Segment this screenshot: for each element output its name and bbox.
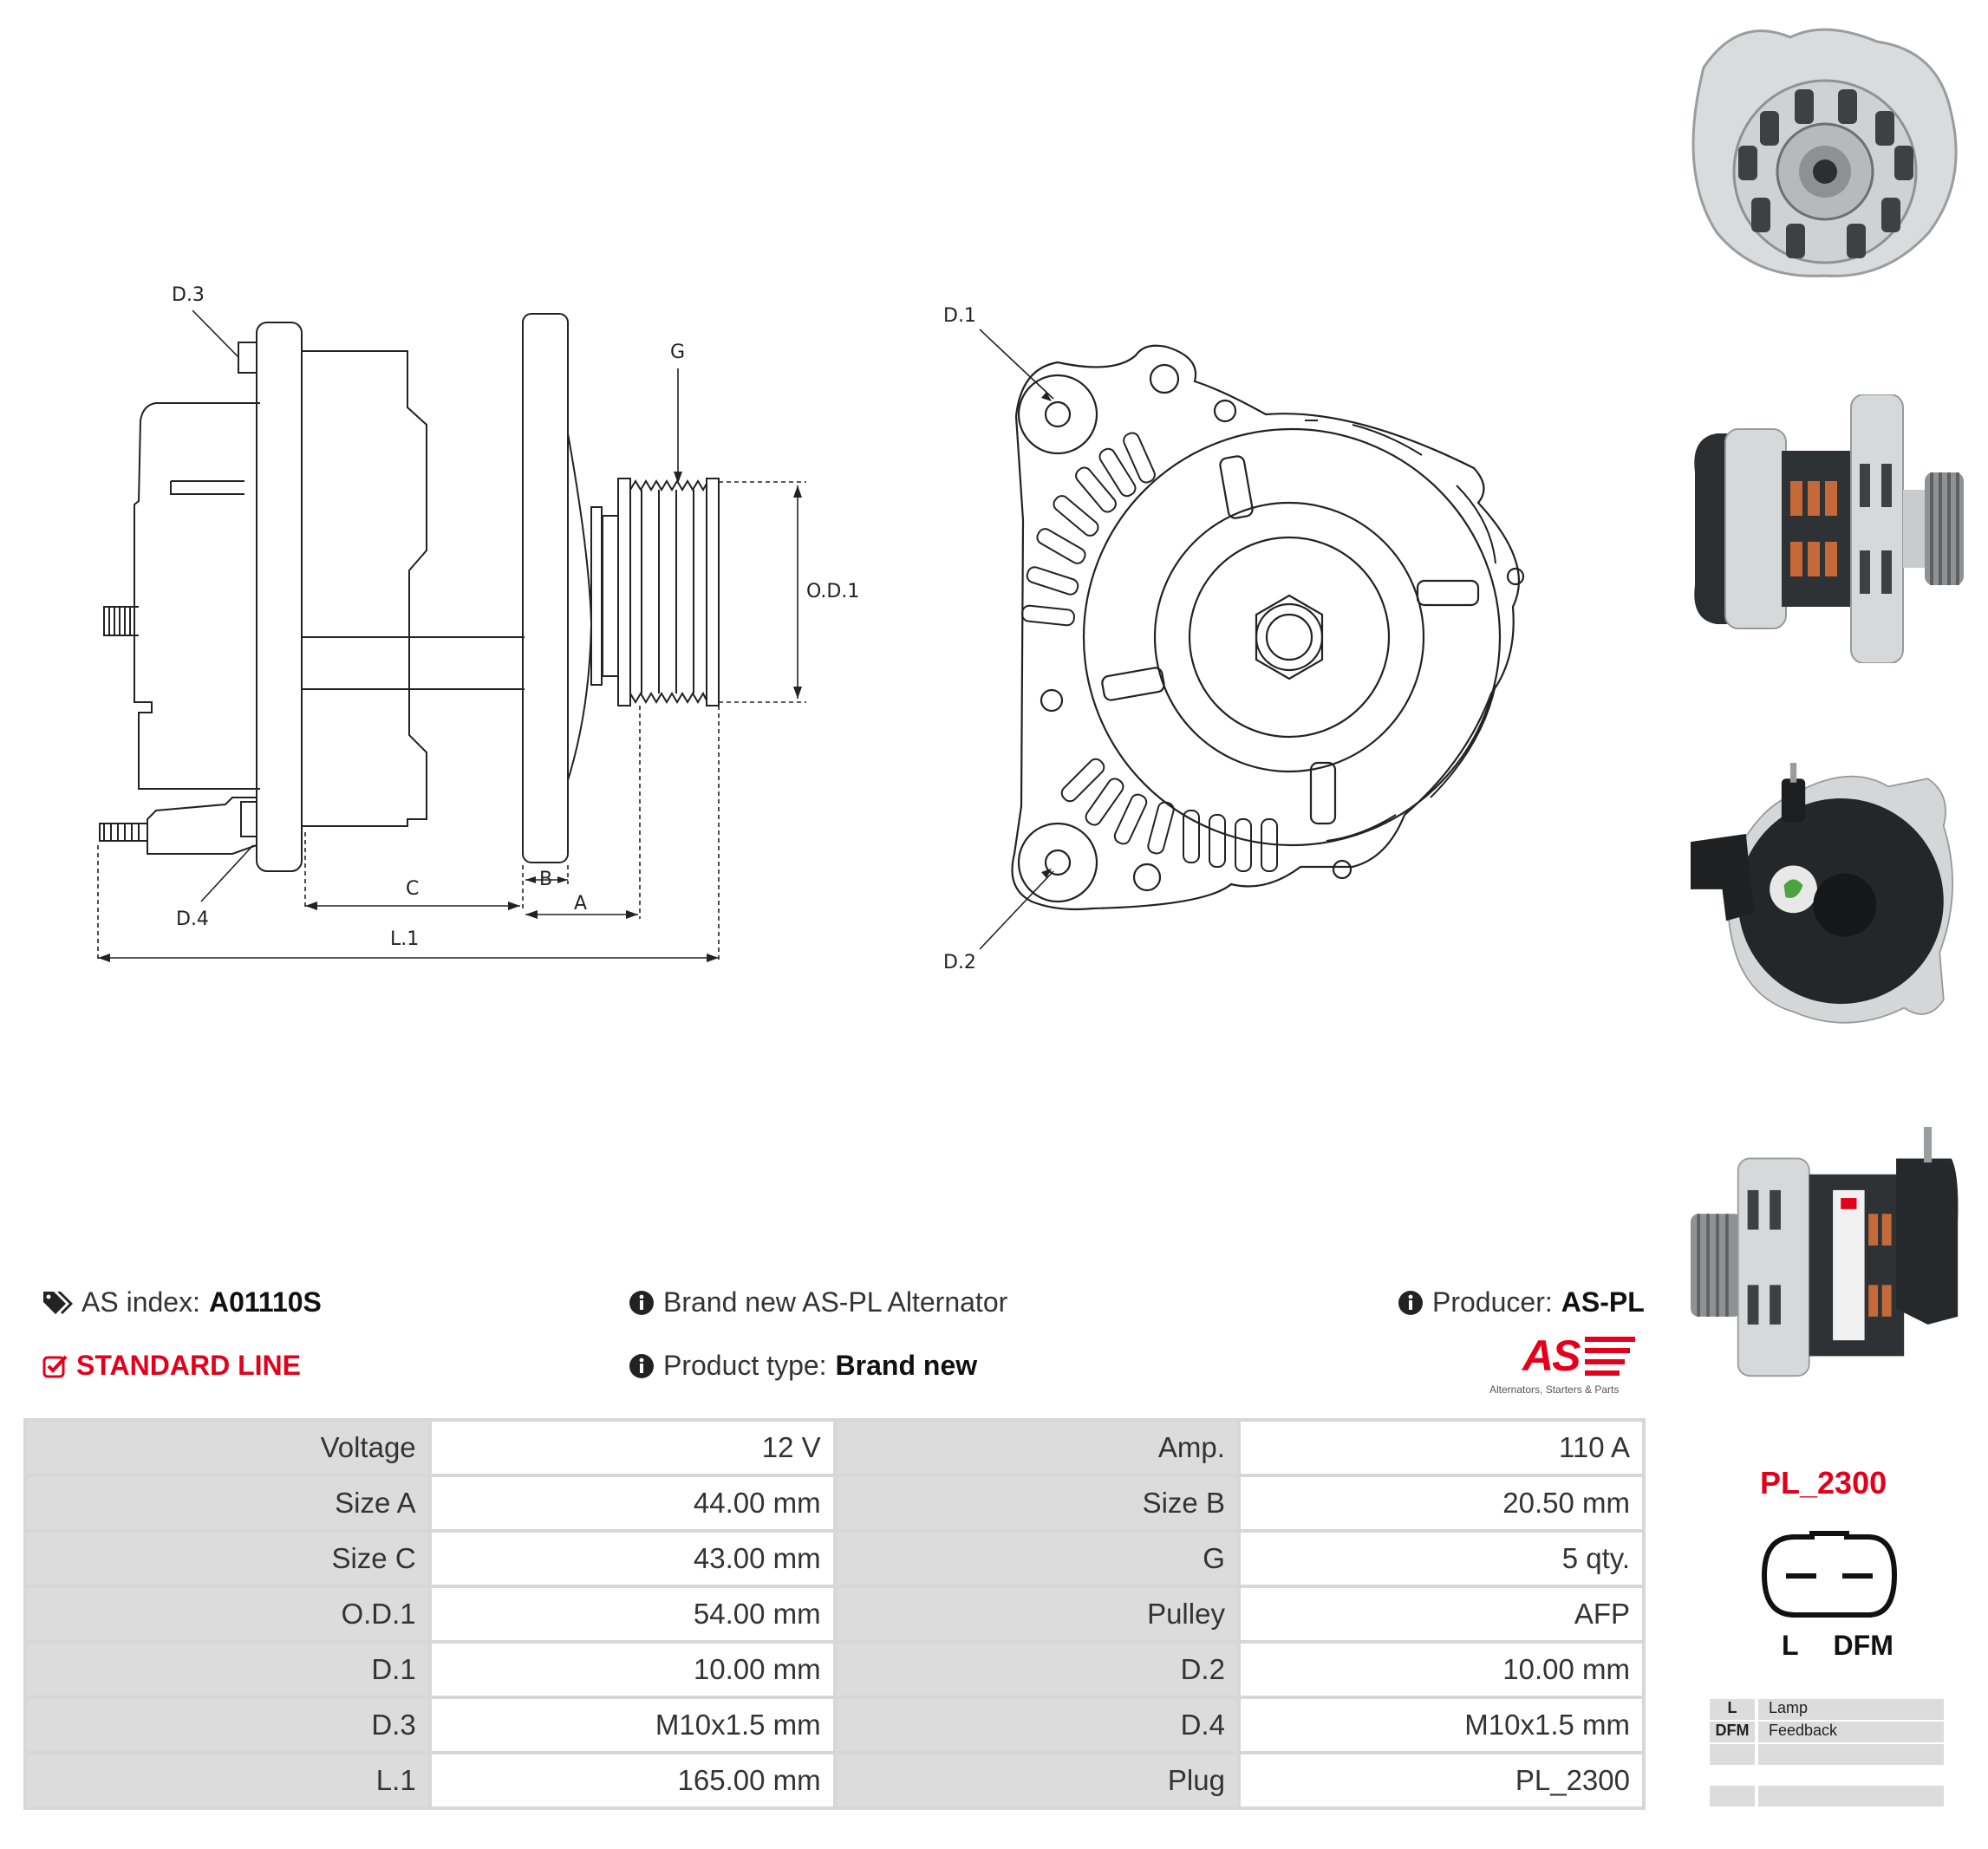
dim-label-od1: O.D.1 bbox=[806, 581, 860, 602]
legend-key: L bbox=[1710, 1699, 1755, 1720]
spec-label: G bbox=[836, 1533, 1237, 1585]
product-photo-side-label bbox=[1691, 1127, 1959, 1377]
spec-label: D.2 bbox=[836, 1644, 1237, 1696]
producer-value: AS-PL bbox=[1561, 1286, 1645, 1318]
as-index: AS index: A01110S bbox=[42, 1286, 322, 1318]
spec-value: 10.00 mm bbox=[1240, 1644, 1642, 1696]
spec-value: M10x1.5 mm bbox=[1240, 1699, 1642, 1751]
terminal-legend: L Lamp DFM Feedback bbox=[1710, 1699, 1944, 1808]
spec-label: Voltage bbox=[27, 1422, 428, 1474]
producer-label: Producer: bbox=[1432, 1286, 1553, 1318]
as-index-label: AS index: bbox=[81, 1286, 200, 1318]
spec-value: 5 qty. bbox=[1240, 1533, 1642, 1585]
spec-label: Size C bbox=[27, 1533, 428, 1585]
dim-label-d1: D.1 bbox=[943, 305, 976, 327]
legend-value: Feedback bbox=[1758, 1722, 1944, 1742]
spec-label: Size B bbox=[836, 1477, 1237, 1529]
info-icon bbox=[629, 1353, 655, 1379]
spec-value: 10.00 mm bbox=[431, 1644, 833, 1696]
table-row: D.3 M10x1.5 mm D.4 M10x1.5 mm bbox=[27, 1699, 1642, 1751]
dim-label-c: C bbox=[406, 878, 420, 900]
plug-code: PL_2300 bbox=[1760, 1465, 1887, 1501]
dim-label-l1: L.1 bbox=[390, 928, 420, 950]
spec-label: Size A bbox=[27, 1477, 428, 1529]
spec-value: 43.00 mm bbox=[431, 1533, 833, 1585]
side-view-drawing bbox=[97, 309, 806, 962]
plug-connector-icon bbox=[1761, 1531, 1898, 1618]
legend-value bbox=[1758, 1744, 1944, 1765]
table-row: O.D.1 54.00 mm Pulley AFP bbox=[27, 1588, 1642, 1640]
spec-label: Pulley bbox=[836, 1588, 1237, 1640]
spec-value: M10x1.5 mm bbox=[431, 1699, 833, 1751]
table-row: Voltage 12 V Amp. 110 A bbox=[27, 1422, 1642, 1474]
dim-label-g: G bbox=[670, 342, 686, 363]
product-photo-front bbox=[1691, 28, 1958, 277]
logo-mark: AS bbox=[1522, 1331, 1581, 1380]
spec-value: PL_2300 bbox=[1240, 1755, 1642, 1807]
list-item: DFM Feedback bbox=[1710, 1722, 1944, 1742]
plug-terminals: L DFM bbox=[1782, 1630, 1893, 1662]
product-photo-rear bbox=[1691, 763, 1954, 1024]
spec-label: O.D.1 bbox=[27, 1588, 428, 1640]
description-text: Brand new AS-PL Alternator bbox=[663, 1286, 1008, 1318]
dim-label-a: A bbox=[574, 893, 588, 915]
terminal-dfm: DFM bbox=[1833, 1630, 1893, 1661]
standard-line-text: STANDARD LINE bbox=[76, 1350, 301, 1381]
spec-value: 12 V bbox=[431, 1422, 833, 1474]
spec-value: AFP bbox=[1240, 1588, 1642, 1640]
tags-icon bbox=[42, 1290, 73, 1316]
spec-value: 44.00 mm bbox=[431, 1477, 833, 1529]
legend-value: Lamp bbox=[1758, 1699, 1944, 1720]
legend-key: DFM bbox=[1710, 1722, 1755, 1742]
as-index-value: A01110S bbox=[208, 1286, 322, 1318]
dim-label-d4: D.4 bbox=[176, 908, 209, 930]
spec-table: Voltage 12 V Amp. 110 A Size A 44.00 mm … bbox=[23, 1418, 1646, 1810]
producer: Producer: AS-PL bbox=[1398, 1286, 1645, 1318]
spec-value: 110 A bbox=[1240, 1422, 1642, 1474]
info-icon bbox=[1398, 1290, 1424, 1316]
product-type-label: Product type: bbox=[663, 1350, 827, 1381]
legend-key bbox=[1710, 1786, 1755, 1807]
table-row: Size C 43.00 mm G 5 qty. bbox=[27, 1533, 1642, 1585]
logo-tagline: Alternators, Starters & Parts bbox=[1489, 1383, 1620, 1396]
spec-value: 54.00 mm bbox=[431, 1588, 833, 1640]
spec-value: 165.00 mm bbox=[431, 1755, 833, 1807]
list-item bbox=[1710, 1786, 1944, 1807]
checkbox-icon bbox=[42, 1353, 68, 1379]
table-row: L.1 165.00 mm Plug PL_2300 bbox=[27, 1755, 1642, 1807]
info-icon bbox=[629, 1290, 655, 1316]
table-row: Size A 44.00 mm Size B 20.50 mm bbox=[27, 1477, 1642, 1529]
spec-label: D.4 bbox=[836, 1699, 1237, 1751]
product-type: Product type: Brand new bbox=[629, 1350, 977, 1382]
spec-label: Plug bbox=[836, 1755, 1237, 1807]
legend-value bbox=[1758, 1786, 1944, 1807]
terminal-l: L bbox=[1782, 1630, 1799, 1661]
product-type-value: Brand new bbox=[835, 1350, 978, 1381]
spec-label: L.1 bbox=[27, 1755, 428, 1807]
spec-label: Amp. bbox=[836, 1422, 1237, 1474]
standard-line: STANDARD LINE bbox=[42, 1350, 301, 1382]
front-view-drawing bbox=[979, 329, 1525, 950]
spec-value: 20.50 mm bbox=[1240, 1477, 1642, 1529]
list-item: L Lamp bbox=[1710, 1699, 1944, 1720]
spec-label: D.3 bbox=[27, 1699, 428, 1751]
dim-label-b: B bbox=[539, 869, 553, 890]
list-item bbox=[1710, 1744, 1944, 1765]
as-pl-logo: AS Alternators, Starters & Parts bbox=[1489, 1331, 1647, 1396]
spec-label: D.1 bbox=[27, 1644, 428, 1696]
product-description: Brand new AS-PL Alternator bbox=[629, 1286, 1007, 1318]
legend-key bbox=[1710, 1744, 1755, 1765]
product-photo-side bbox=[1694, 394, 1964, 663]
dim-label-d3: D.3 bbox=[172, 284, 205, 306]
dim-label-d2: D.2 bbox=[943, 952, 976, 973]
table-row: D.1 10.00 mm D.2 10.00 mm bbox=[27, 1644, 1642, 1696]
